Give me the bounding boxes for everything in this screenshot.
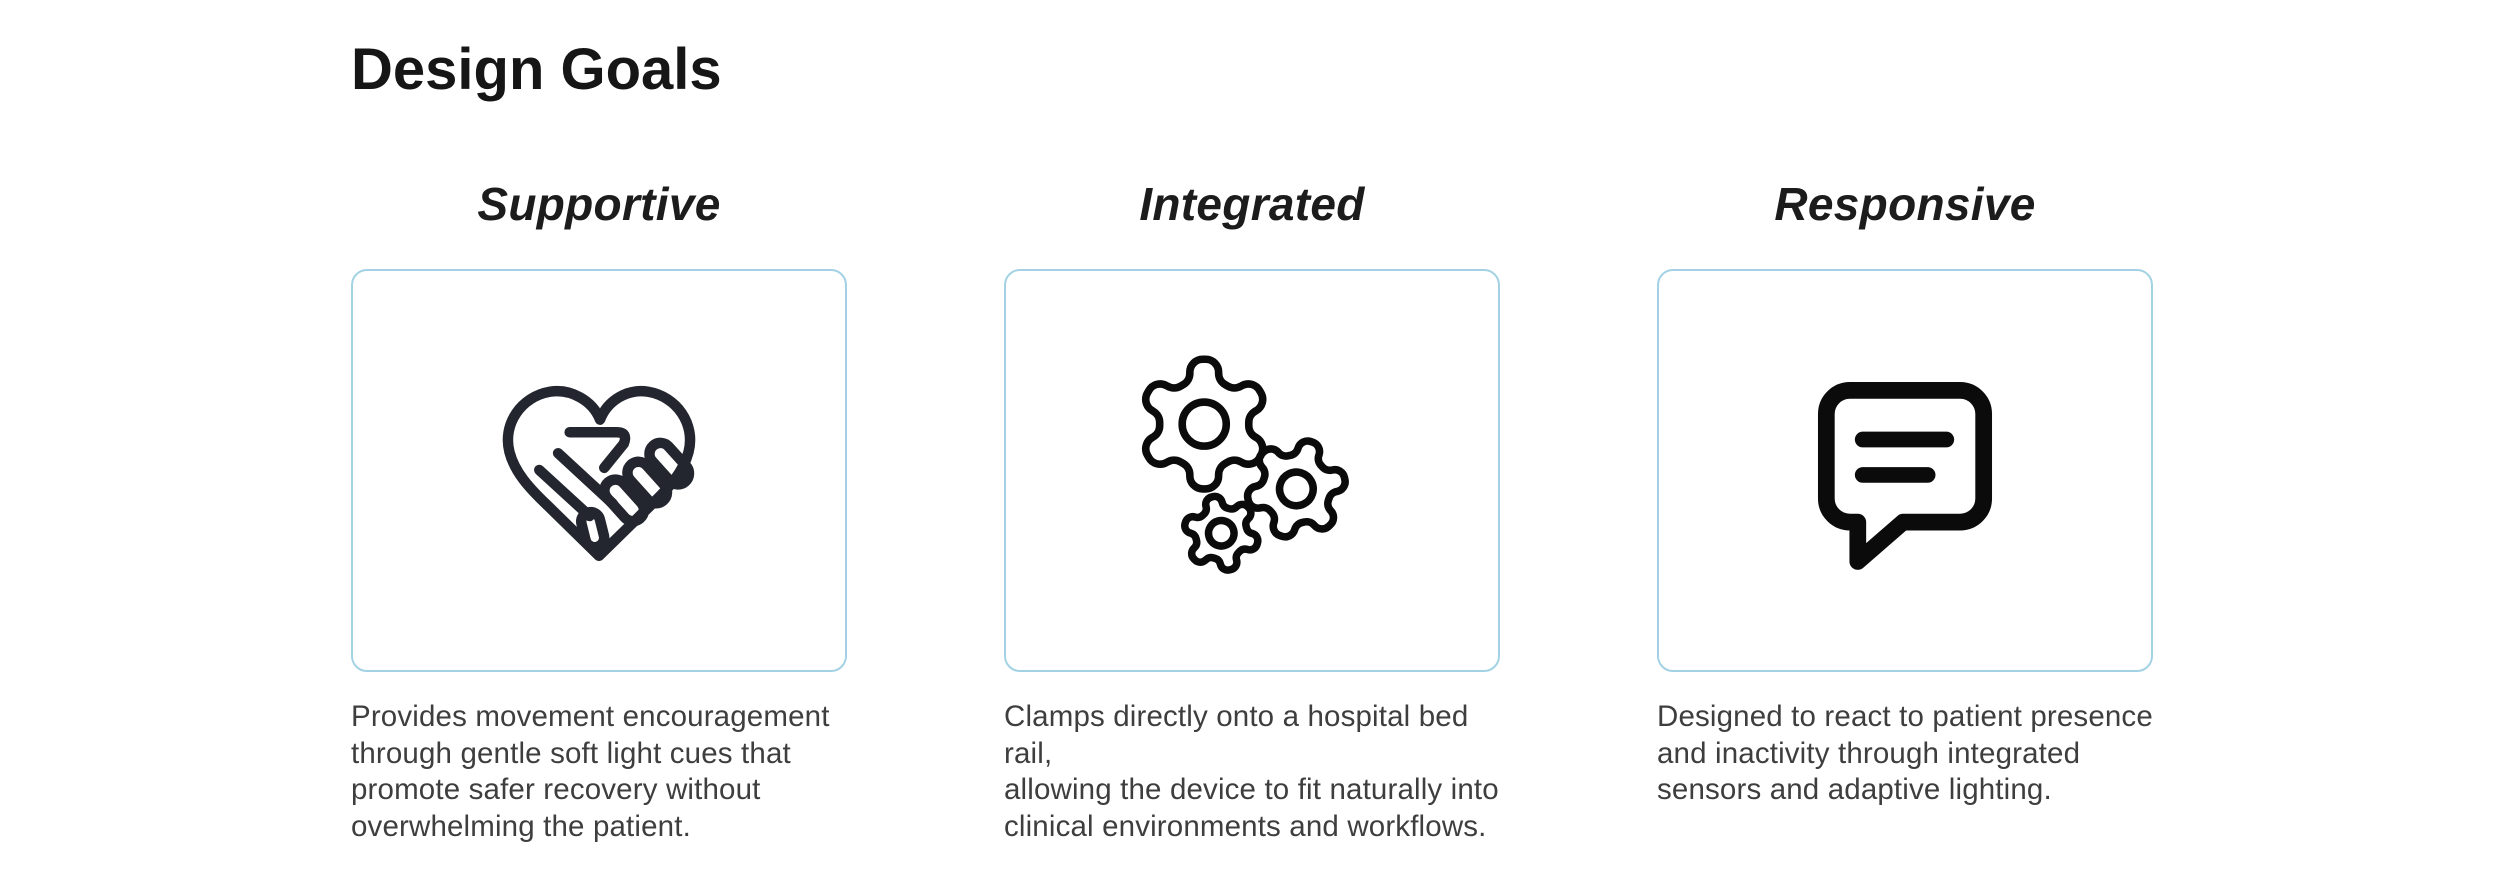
goal-column-supportive: Supportive Provides movement encourageme… [351, 176, 847, 845]
page-title: Design Goals [351, 37, 722, 102]
goal-heading: Integrated [1139, 178, 1365, 230]
speech-bubble-icon [1817, 381, 1993, 570]
goal-description: Provides movement encouragement through … [351, 700, 830, 843]
goal-column-responsive: Responsive Designed to react to patient … [1657, 176, 2153, 845]
goal-card-responsive [1657, 269, 2153, 673]
goal-description: Clamps directly onto a hospital bed rail… [1004, 700, 1499, 843]
goal-card-supportive [351, 269, 847, 673]
goal-heading: Supportive [477, 178, 721, 230]
goal-description: Designed to react to patient presence an… [1657, 700, 2153, 807]
gears-icon [1133, 349, 1371, 593]
heart-hands-icon [502, 385, 696, 561]
goal-column-integrated: Integrated Clamps directly onto a hospit… [1004, 176, 1500, 845]
goal-heading: Responsive [1774, 178, 2036, 230]
goal-card-integrated [1004, 269, 1500, 673]
goals-columns: Supportive Provides movement encourageme… [351, 176, 2153, 845]
